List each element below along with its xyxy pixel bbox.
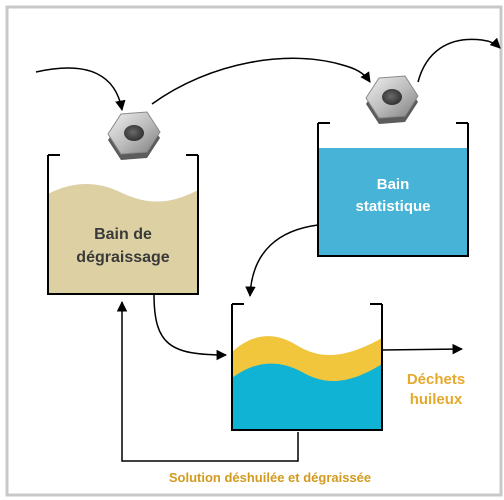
degreasing-liquid (48, 183, 198, 294)
oily-waste-label-line2: huileux (410, 391, 463, 408)
static-label-line1: Bain (377, 176, 410, 193)
hex-nut-icon (107, 111, 161, 160)
water-layer (232, 363, 382, 430)
degreasing-to-separator-arrow (153, 293, 228, 361)
oily-waste-arrow (381, 343, 464, 355)
separator-tank-walls (231, 304, 383, 431)
static-tank: Bain statistique (317, 122, 469, 257)
degreasing-label-line2: dégraissage (76, 249, 169, 266)
static-label-line2: statistique (355, 198, 430, 215)
static-tank-walls (317, 123, 469, 257)
degreasing-tank: Bain de dégraissage (47, 154, 199, 295)
degreasing-tank-walls (47, 155, 199, 295)
diagram-frame (5, 5, 503, 497)
static-to-separator-arrow (245, 224, 319, 298)
static-liquid (318, 148, 468, 256)
transfer-arrow (151, 57, 371, 105)
inlet-arrow (35, 67, 126, 112)
outlet-arrow (417, 37, 501, 83)
hex-nut-icon (365, 75, 419, 124)
return-line-label: Solution déshuilée et dégraissée (169, 470, 371, 485)
oily-waste-label-line1: Déchets (407, 371, 465, 388)
degreasing-label-line1: Bain de (94, 226, 152, 243)
separator-tank (231, 303, 383, 431)
return-line-arrow (116, 300, 299, 462)
